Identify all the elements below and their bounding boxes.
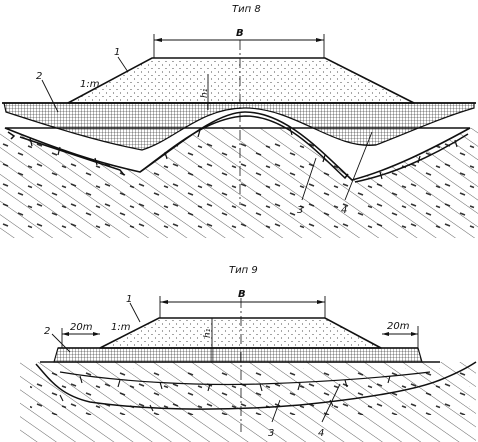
ticks-top xyxy=(29,127,458,180)
callout-3-bottom: 3 xyxy=(268,428,274,439)
height-label-bottom: h₁ xyxy=(203,328,213,338)
slope-label-top: 1:m xyxy=(80,79,100,90)
callout-1-top: 1 xyxy=(114,47,120,58)
slope-label-bottom: 1:m xyxy=(111,322,131,333)
leader-2-top xyxy=(41,79,59,113)
leader-3-top xyxy=(301,157,317,201)
replaced-layer-top xyxy=(3,102,475,151)
leader-1-bottom xyxy=(129,302,141,323)
callout-3-top: 3 xyxy=(297,205,303,216)
leader-2-bottom xyxy=(51,333,71,353)
leader-1-top xyxy=(117,56,129,73)
leader-4-bottom xyxy=(321,383,341,423)
width-label-bottom: B xyxy=(238,289,246,300)
callout-1-bottom: 1 xyxy=(126,294,132,305)
callout-2-top: 2 xyxy=(36,71,42,82)
height-label-top: h₁ xyxy=(200,88,210,98)
figure-bottom-title: Тип 9 xyxy=(229,265,258,276)
callout-4-bottom: 4 xyxy=(318,428,324,439)
layer-boundary-4-bottom xyxy=(59,371,431,386)
replaced-layer-bottom xyxy=(53,347,423,363)
callout-2-bottom: 2 xyxy=(44,326,50,337)
width-label-top: B xyxy=(236,28,244,39)
embankment-body-bottom xyxy=(99,317,382,349)
layer-boundary-3-top xyxy=(7,115,469,183)
callout-4-top: 4 xyxy=(341,205,347,216)
berm-right-label: 20m xyxy=(387,321,410,332)
embankment-body-top xyxy=(67,57,415,104)
figure-type-8: Тип 8 B h₁ 1:m 1 2 3 xyxy=(0,4,478,238)
leader-3-bottom xyxy=(271,399,281,423)
layer-boundary-3-bottom xyxy=(35,361,477,410)
berm-left-label: 20m xyxy=(70,322,93,333)
leader-4-top xyxy=(344,131,373,201)
figure-type-9: Тип 9 B 20m 20m h₁ xyxy=(20,265,477,442)
ground-dashes-bottom xyxy=(30,368,470,415)
ticks-bottom xyxy=(59,375,391,412)
figure-top-title: Тип 8 xyxy=(232,4,261,15)
